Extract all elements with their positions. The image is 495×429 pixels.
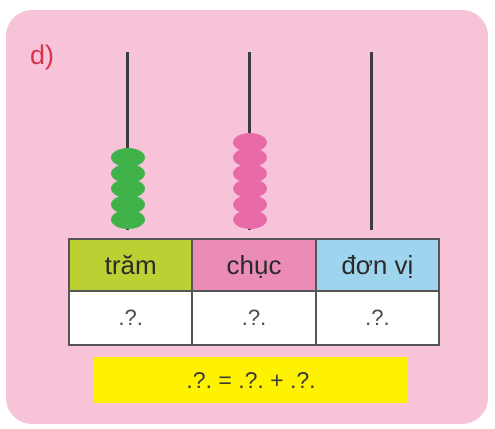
rod-hundreds [126, 52, 129, 230]
bead-hundreds [110, 194, 145, 214]
header-hundreds: trăm [67, 238, 194, 292]
bead-hundreds [110, 148, 145, 167]
header-tens: chục [191, 238, 317, 292]
bead-tens [232, 163, 267, 183]
bead-tens [232, 194, 267, 214]
exercise-panel: d) trăm chục đơn vị .?. .?. .?. .?. = .?… [6, 10, 488, 424]
answer-tens[interactable]: .?. [191, 290, 317, 346]
header-row: trăm chục đơn vị [67, 238, 441, 292]
rod-ones [370, 52, 373, 230]
place-value-table: trăm chục đơn vị .?. .?. .?. [67, 238, 441, 346]
answer-row: .?. .?. .?. [67, 290, 441, 346]
bead-hundreds [110, 163, 145, 183]
header-ones: đơn vị [314, 238, 441, 292]
bead-tens [232, 210, 267, 229]
equation-box[interactable]: .?. = .?. + .?. [94, 357, 408, 403]
bead-tens [232, 148, 267, 167]
bead-hundreds [110, 179, 145, 198]
bead-tens [232, 132, 267, 152]
answer-ones[interactable]: .?. [314, 290, 441, 346]
part-label: d) [30, 40, 55, 70]
bead-tens [232, 179, 267, 198]
bead-hundreds [110, 210, 145, 229]
answer-hundreds[interactable]: .?. [67, 290, 194, 346]
